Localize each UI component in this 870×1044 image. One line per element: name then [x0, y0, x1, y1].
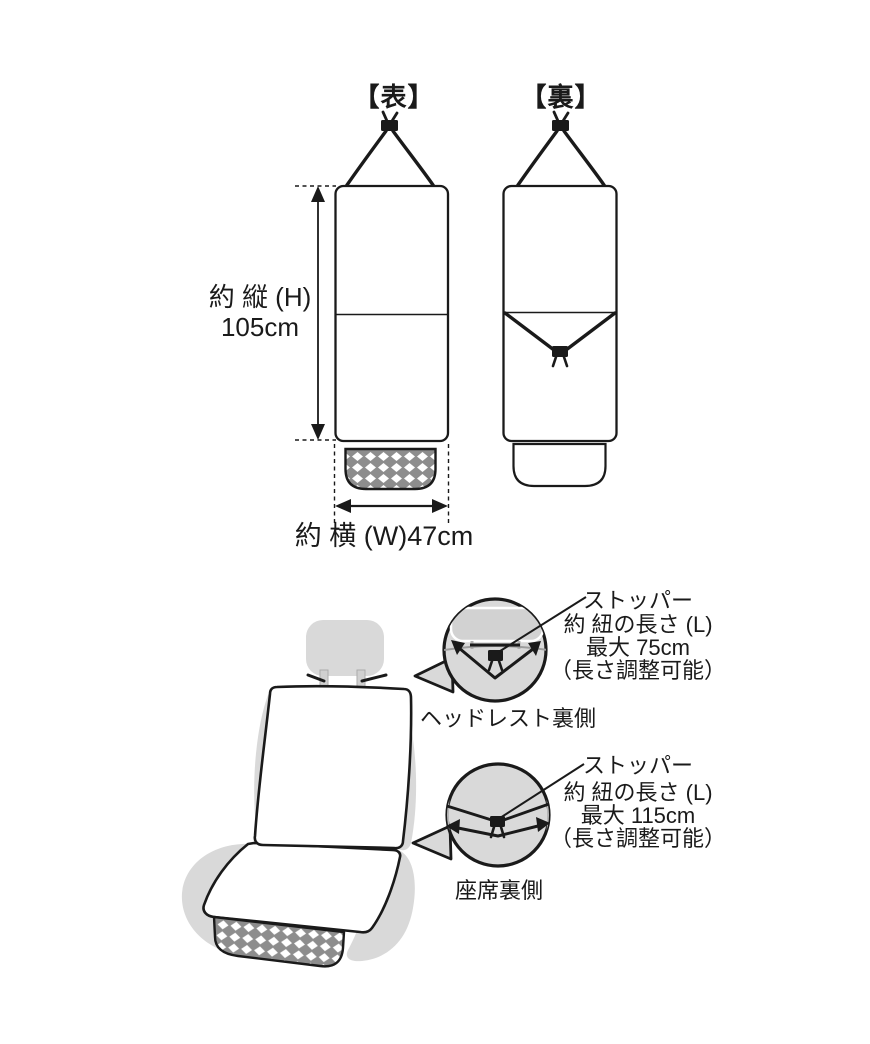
back-bottom-flap — [512, 442, 607, 488]
seat-mesh-pocket — [212, 915, 346, 968]
front-cover-body — [334, 184, 450, 443]
callout1-arrowhead-left — [451, 640, 465, 655]
seat-callout-tail — [411, 824, 453, 861]
back-stopper-mid — [552, 346, 568, 357]
width-dimension-label: 約 横 (W)47cm — [294, 521, 474, 551]
callout2-stopper — [490, 816, 505, 827]
height-dimension-line2: 105cm — [220, 311, 300, 342]
width-dimension-arrow — [333, 444, 450, 526]
front-view-diagram — [334, 110, 450, 491]
callout1-arrowhead-right — [528, 641, 541, 656]
front-stopper-prongs — [381, 110, 399, 123]
cord-length-label-seat: 約 紐の長さ (L) — [563, 780, 713, 805]
headrest — [306, 620, 384, 676]
back-stopper-mid-prongs — [551, 355, 569, 368]
headrest-back-caption: ヘッドレスト裏側 — [420, 706, 597, 731]
max-length-label-seat: 最大 115cm — [580, 803, 696, 828]
stopper-label-seat: ストッパー — [582, 753, 693, 778]
back-v-cord — [503, 311, 617, 352]
car-seat-illustration — [181, 620, 417, 968]
seat-cushion-cover — [202, 841, 402, 934]
callout2-stopper-prongs — [489, 825, 506, 839]
headrest-cord-marks — [306, 673, 388, 683]
front-view-label: 【表】 — [353, 82, 435, 112]
headrest-callout-circle — [413, 596, 587, 703]
cord-length-label-headrest: 約 紐の長さ (L) — [563, 612, 713, 637]
back-view-label: 【裏】 — [520, 82, 602, 112]
seat-callout-bg — [445, 762, 551, 868]
height-dimension-label: 約 縦 (H) 105cm — [170, 282, 350, 343]
max-length-label-headrest: 最大 75cm — [586, 635, 690, 660]
cord-length-info-headrest: 約 紐の長さ (L) 最大 75cm （長さ調整可能） — [545, 613, 731, 682]
callout2-arrowhead-right — [536, 817, 550, 832]
callout1-stopper-prongs — [487, 659, 504, 672]
front-cord-left — [345, 129, 388, 192]
adjustable-note-headrest: （長さ調整可能） — [549, 658, 726, 683]
back-cord-left — [516, 129, 559, 192]
cord-length-info-seat: 約 紐の長さ (L) 最大 115cm （長さ調整可能） — [545, 781, 731, 850]
stopper-label-headrest: ストッパー — [582, 588, 693, 613]
height-dimension-arrow — [295, 185, 336, 441]
callout1-cord-v — [458, 646, 534, 680]
callout2-pointer-line — [499, 763, 585, 819]
front-mesh-pocket — [344, 447, 437, 491]
back-view-diagram — [502, 110, 618, 488]
callout-headrest-shape — [449, 606, 545, 643]
callout1-pointer-line — [496, 596, 587, 654]
backrest-cover — [253, 684, 413, 850]
height-dimension-line1: 約 縦 (H) — [208, 282, 312, 312]
front-cord-right — [391, 129, 435, 192]
seat-callout-circle — [411, 762, 585, 868]
back-stopper-top — [552, 120, 569, 131]
back-stopper-prongs — [552, 110, 570, 123]
back-cover-body — [502, 184, 618, 443]
seat-back-caption: 座席裏側 — [454, 878, 543, 903]
callout2-arrowhead-left — [446, 819, 460, 834]
headrest-stem-right — [356, 669, 366, 688]
front-stopper — [381, 120, 398, 131]
back-cord-right — [562, 129, 606, 192]
adjustable-note-seat: （長さ調整可能） — [549, 826, 726, 851]
